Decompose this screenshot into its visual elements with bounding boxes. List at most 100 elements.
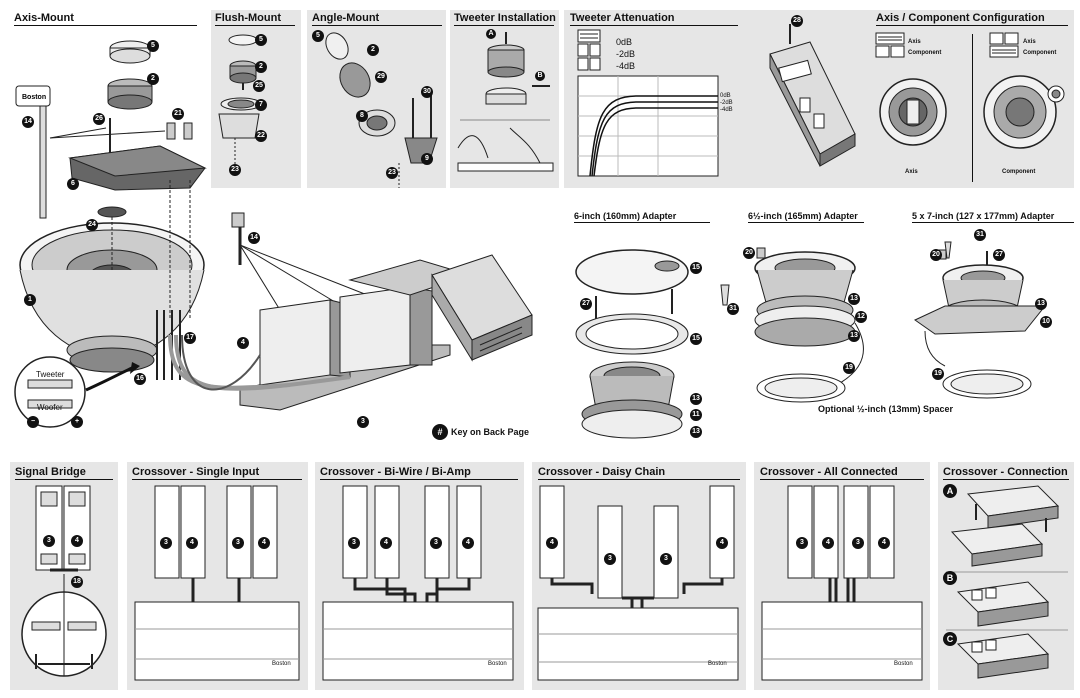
callout-3-single-1: 3 — [160, 537, 172, 549]
callout-4-daisy-2: 4 — [716, 537, 728, 549]
callout-20: 20 — [743, 247, 755, 259]
title-underline — [574, 222, 710, 223]
graph-label-4db: -4dB — [720, 107, 733, 113]
section-title-adapter-6in: 6-inch (160mm) Adapter — [574, 211, 677, 221]
callout-15-b: 15 — [690, 333, 702, 345]
title-underline — [538, 479, 740, 480]
terminal-woofer-label: Woofer — [37, 403, 63, 412]
callout-9: 9 — [421, 153, 433, 165]
angle-mount-illustration — [325, 32, 438, 188]
axis-config-speaker-front — [879, 78, 947, 146]
callout-29: 29 — [375, 71, 387, 83]
axis-legend-switch-icon — [875, 32, 905, 58]
section-title-angle-mount: Angle-Mount — [312, 12, 380, 24]
section-title-xo-daisy: Crossover - Daisy Chain — [538, 466, 666, 478]
callout-4-all-2: 4 — [878, 537, 890, 549]
svg-text:Boston: Boston — [22, 94, 46, 101]
section-title-xo-biwire: Crossover - Bi-Wire / Bi-Amp — [320, 466, 471, 478]
tweeter-installation-illustration — [457, 32, 554, 172]
optional-spacer-note: Optional ½-inch (13mm) Spacer — [818, 404, 954, 414]
callout-28: 28 — [791, 15, 803, 27]
callout-4-biwire-1: 4 — [380, 537, 392, 549]
adapter-6in-illustration — [575, 249, 689, 439]
crossover-assembly-right — [431, 254, 533, 362]
amp-brand-single: Boston — [272, 661, 291, 667]
title-underline — [454, 25, 554, 26]
config-legend-component-2: Component — [1023, 50, 1057, 56]
terminal-tweeter-label: Tweeter — [36, 370, 65, 379]
callout-3-all-1: 3 — [796, 537, 808, 549]
callout-13-e: 13 — [1035, 298, 1047, 310]
callout-27: 27 — [580, 298, 592, 310]
config-legend-axis-2: Axis — [1023, 39, 1036, 45]
callout-17: 17 — [184, 332, 196, 344]
callout-6: 6 — [67, 178, 79, 190]
config-legend-component: Component — [908, 50, 942, 56]
crossover-tilted-illustration — [769, 24, 856, 167]
adapter-6half-illustration — [754, 247, 864, 403]
callout-4-biwire-2: 4 — [462, 537, 474, 549]
amp-brand-all: Boston — [894, 661, 913, 667]
callout-19: 19 — [843, 362, 855, 374]
callout-13-b: 13 — [690, 426, 702, 438]
callout-5-angle: 5 — [312, 30, 324, 42]
callout-22: 22 — [255, 130, 267, 142]
xo-single-illustration — [134, 485, 300, 681]
amp-brand-biwire: Boston — [488, 661, 507, 667]
graph-label-0db: 0dB — [720, 93, 731, 99]
callout-16: 16 — [134, 373, 146, 385]
callout-3-biwire-1: 3 — [348, 537, 360, 549]
section-title-flush-mount: Flush-Mount — [215, 12, 281, 24]
callout-15: 15 — [690, 262, 702, 274]
component-config-speaker-front — [983, 75, 1065, 149]
axis-mount-illustration: Boston — [15, 40, 207, 219]
title-underline — [912, 222, 1074, 223]
callout-24: 24 — [86, 219, 98, 231]
callout-4-mid: 4 — [237, 337, 249, 349]
title-underline — [312, 25, 442, 26]
step-b-tweeter: B — [535, 71, 545, 81]
attenuation-level-0db: 0dB — [616, 37, 633, 47]
terminal-plus-icon: + — [71, 416, 83, 428]
terminal-minus-icon: − — [27, 416, 39, 428]
woofer-illustration — [19, 180, 205, 380]
key-hash-icon: # — [432, 424, 448, 440]
callout-23: 23 — [229, 164, 241, 176]
step-a-tweeter: A — [486, 29, 496, 39]
xo-all-illustration — [761, 485, 923, 681]
callout-3-daisy-1: 3 — [604, 553, 616, 565]
graph-label-2db: -2dB — [720, 100, 733, 106]
callout-11: 11 — [690, 409, 702, 421]
section-title-xo-single: Crossover - Single Input — [132, 466, 260, 478]
callout-21: 21 — [172, 108, 184, 120]
title-underline — [943, 479, 1069, 480]
flush-mount-illustration — [218, 34, 262, 178]
callout-25: 25 — [253, 80, 265, 92]
attenuation-level-2db: -2dB — [616, 49, 636, 59]
callout-2: 2 — [147, 73, 159, 85]
callout-4-single-2: 4 — [258, 537, 270, 549]
callout-3-bridge: 3 — [43, 535, 55, 547]
signal-bridge-illustration — [21, 485, 107, 677]
callout-12: 12 — [855, 311, 867, 323]
step-c-connection: C — [943, 632, 957, 646]
key-on-back-page: Key on Back Page — [451, 427, 530, 437]
section-title-xo-connection: Crossover - Connection — [943, 466, 1068, 478]
callout-5: 5 — [147, 40, 159, 52]
callout-3-all-2: 3 — [852, 537, 864, 549]
callout-31: 31 — [727, 303, 739, 315]
attenuation-level-4db: -4dB — [616, 61, 636, 71]
callout-4-bridge: 4 — [71, 535, 83, 547]
attenuation-graph — [577, 75, 719, 177]
section-title-axis-component-config: Axis / Component Configuration — [876, 12, 1045, 24]
callout-19-b: 19 — [932, 368, 944, 380]
callout-3-single-2: 3 — [232, 537, 244, 549]
section-title-axis-mount: Axis-Mount — [14, 12, 74, 24]
callout-10: 10 — [1040, 316, 1052, 328]
section-title-signal-bridge: Signal Bridge — [15, 466, 86, 478]
step-a-connection: A — [943, 484, 957, 498]
attenuation-switch-icons — [577, 29, 601, 71]
component-legend-switch-icon — [989, 32, 1019, 58]
callout-14-mid: 14 — [248, 232, 260, 244]
callout-8: 8 — [356, 110, 368, 122]
